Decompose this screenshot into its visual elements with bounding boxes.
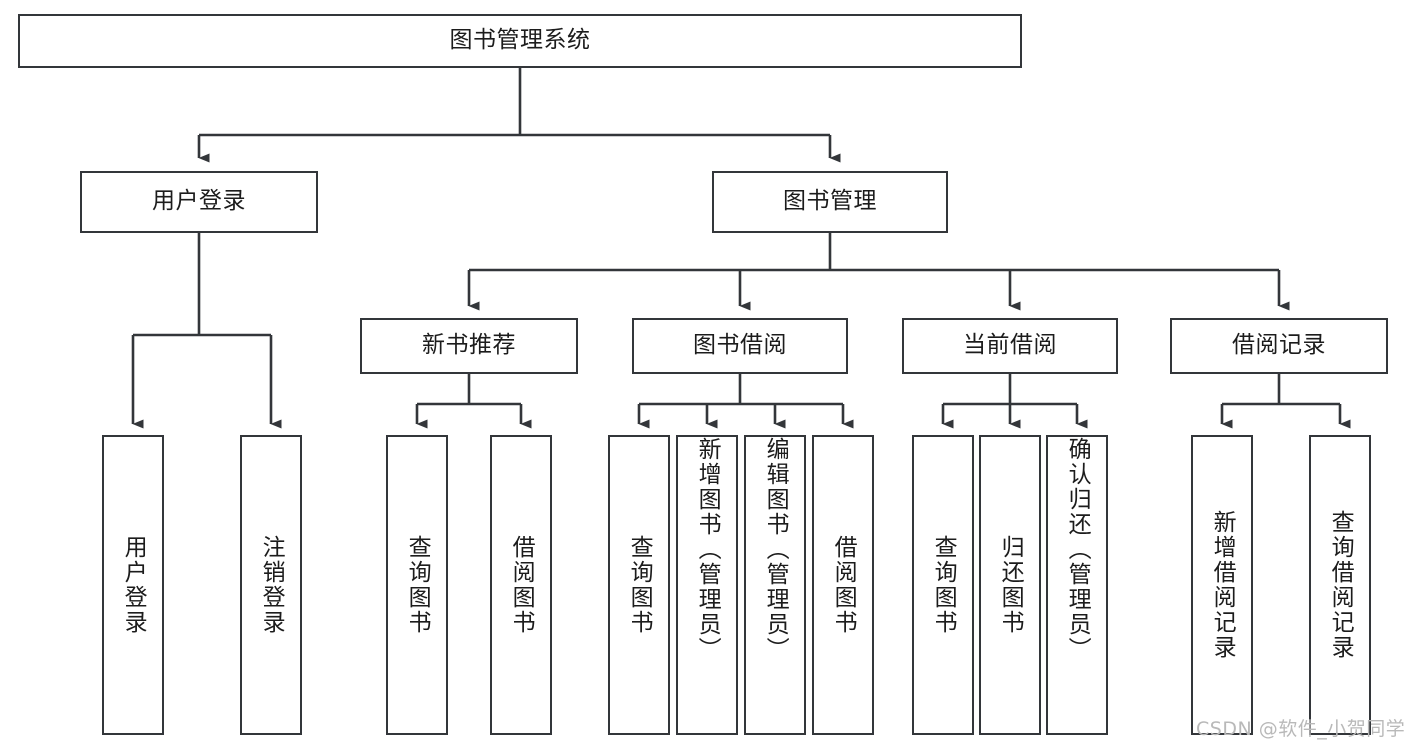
node-book-borrow[interactable]: 图书借阅 [632, 318, 848, 374]
node-leaf-query-book-2-label: 查询图书 [626, 535, 653, 635]
node-leaf-user-login-label: 用户登录 [120, 535, 147, 635]
node-leaf-return-book-label: 归还图书 [997, 535, 1024, 635]
node-current-borrow[interactable]: 当前借阅 [902, 318, 1118, 374]
node-leaf-logout-login-label: 注销登录 [258, 535, 285, 635]
node-root-system-label: 图书管理系统 [449, 27, 591, 54]
node-leaf-user-login[interactable]: 用户登录 [102, 435, 164, 735]
node-leaf-confirm-return-label: 确认归还（管理员） [1064, 437, 1091, 662]
node-current-borrow-label: 当前借阅 [963, 332, 1057, 359]
node-book-management[interactable]: 图书管理 [712, 171, 948, 233]
node-book-borrow-label: 图书借阅 [693, 332, 787, 359]
node-new-book-recommend-label: 新书推荐 [422, 332, 516, 359]
node-leaf-query-record[interactable]: 查询借阅记录 [1309, 435, 1371, 735]
node-leaf-query-record-label: 查询借阅记录 [1327, 510, 1354, 660]
node-leaf-logout-login[interactable]: 注销登录 [240, 435, 302, 735]
node-leaf-query-book-2[interactable]: 查询图书 [608, 435, 670, 735]
node-book-management-label: 图书管理 [783, 188, 877, 215]
node-leaf-query-book-3-label: 查询图书 [930, 535, 957, 635]
node-new-book-recommend[interactable]: 新书推荐 [360, 318, 578, 374]
node-borrow-record-label: 借阅记录 [1232, 332, 1326, 359]
node-leaf-borrow-book-2-label: 借阅图书 [830, 535, 857, 635]
node-leaf-borrow-book-1-label: 借阅图书 [508, 535, 535, 635]
node-leaf-add-book[interactable]: 新增图书（管理员） [676, 435, 738, 735]
node-leaf-borrow-book-2[interactable]: 借阅图书 [812, 435, 874, 735]
node-leaf-edit-book-label: 编辑图书（管理员） [762, 437, 789, 662]
node-leaf-add-record-label: 新增借阅记录 [1209, 510, 1236, 660]
node-leaf-query-book-1-label: 查询图书 [404, 535, 431, 635]
node-leaf-borrow-book-1[interactable]: 借阅图书 [490, 435, 552, 735]
node-user-login-label: 用户登录 [152, 188, 246, 215]
node-leaf-confirm-return[interactable]: 确认归还（管理员） [1046, 435, 1108, 735]
node-borrow-record[interactable]: 借阅记录 [1170, 318, 1388, 374]
node-leaf-add-record[interactable]: 新增借阅记录 [1191, 435, 1253, 735]
node-root-system[interactable]: 图书管理系统 [18, 14, 1022, 68]
node-leaf-return-book[interactable]: 归还图书 [979, 435, 1041, 735]
node-leaf-add-book-label: 新增图书（管理员） [694, 437, 721, 662]
node-leaf-edit-book[interactable]: 编辑图书（管理员） [744, 435, 806, 735]
node-leaf-query-book-3[interactable]: 查询图书 [912, 435, 974, 735]
node-user-login[interactable]: 用户登录 [80, 171, 318, 233]
node-leaf-query-book-1[interactable]: 查询图书 [386, 435, 448, 735]
